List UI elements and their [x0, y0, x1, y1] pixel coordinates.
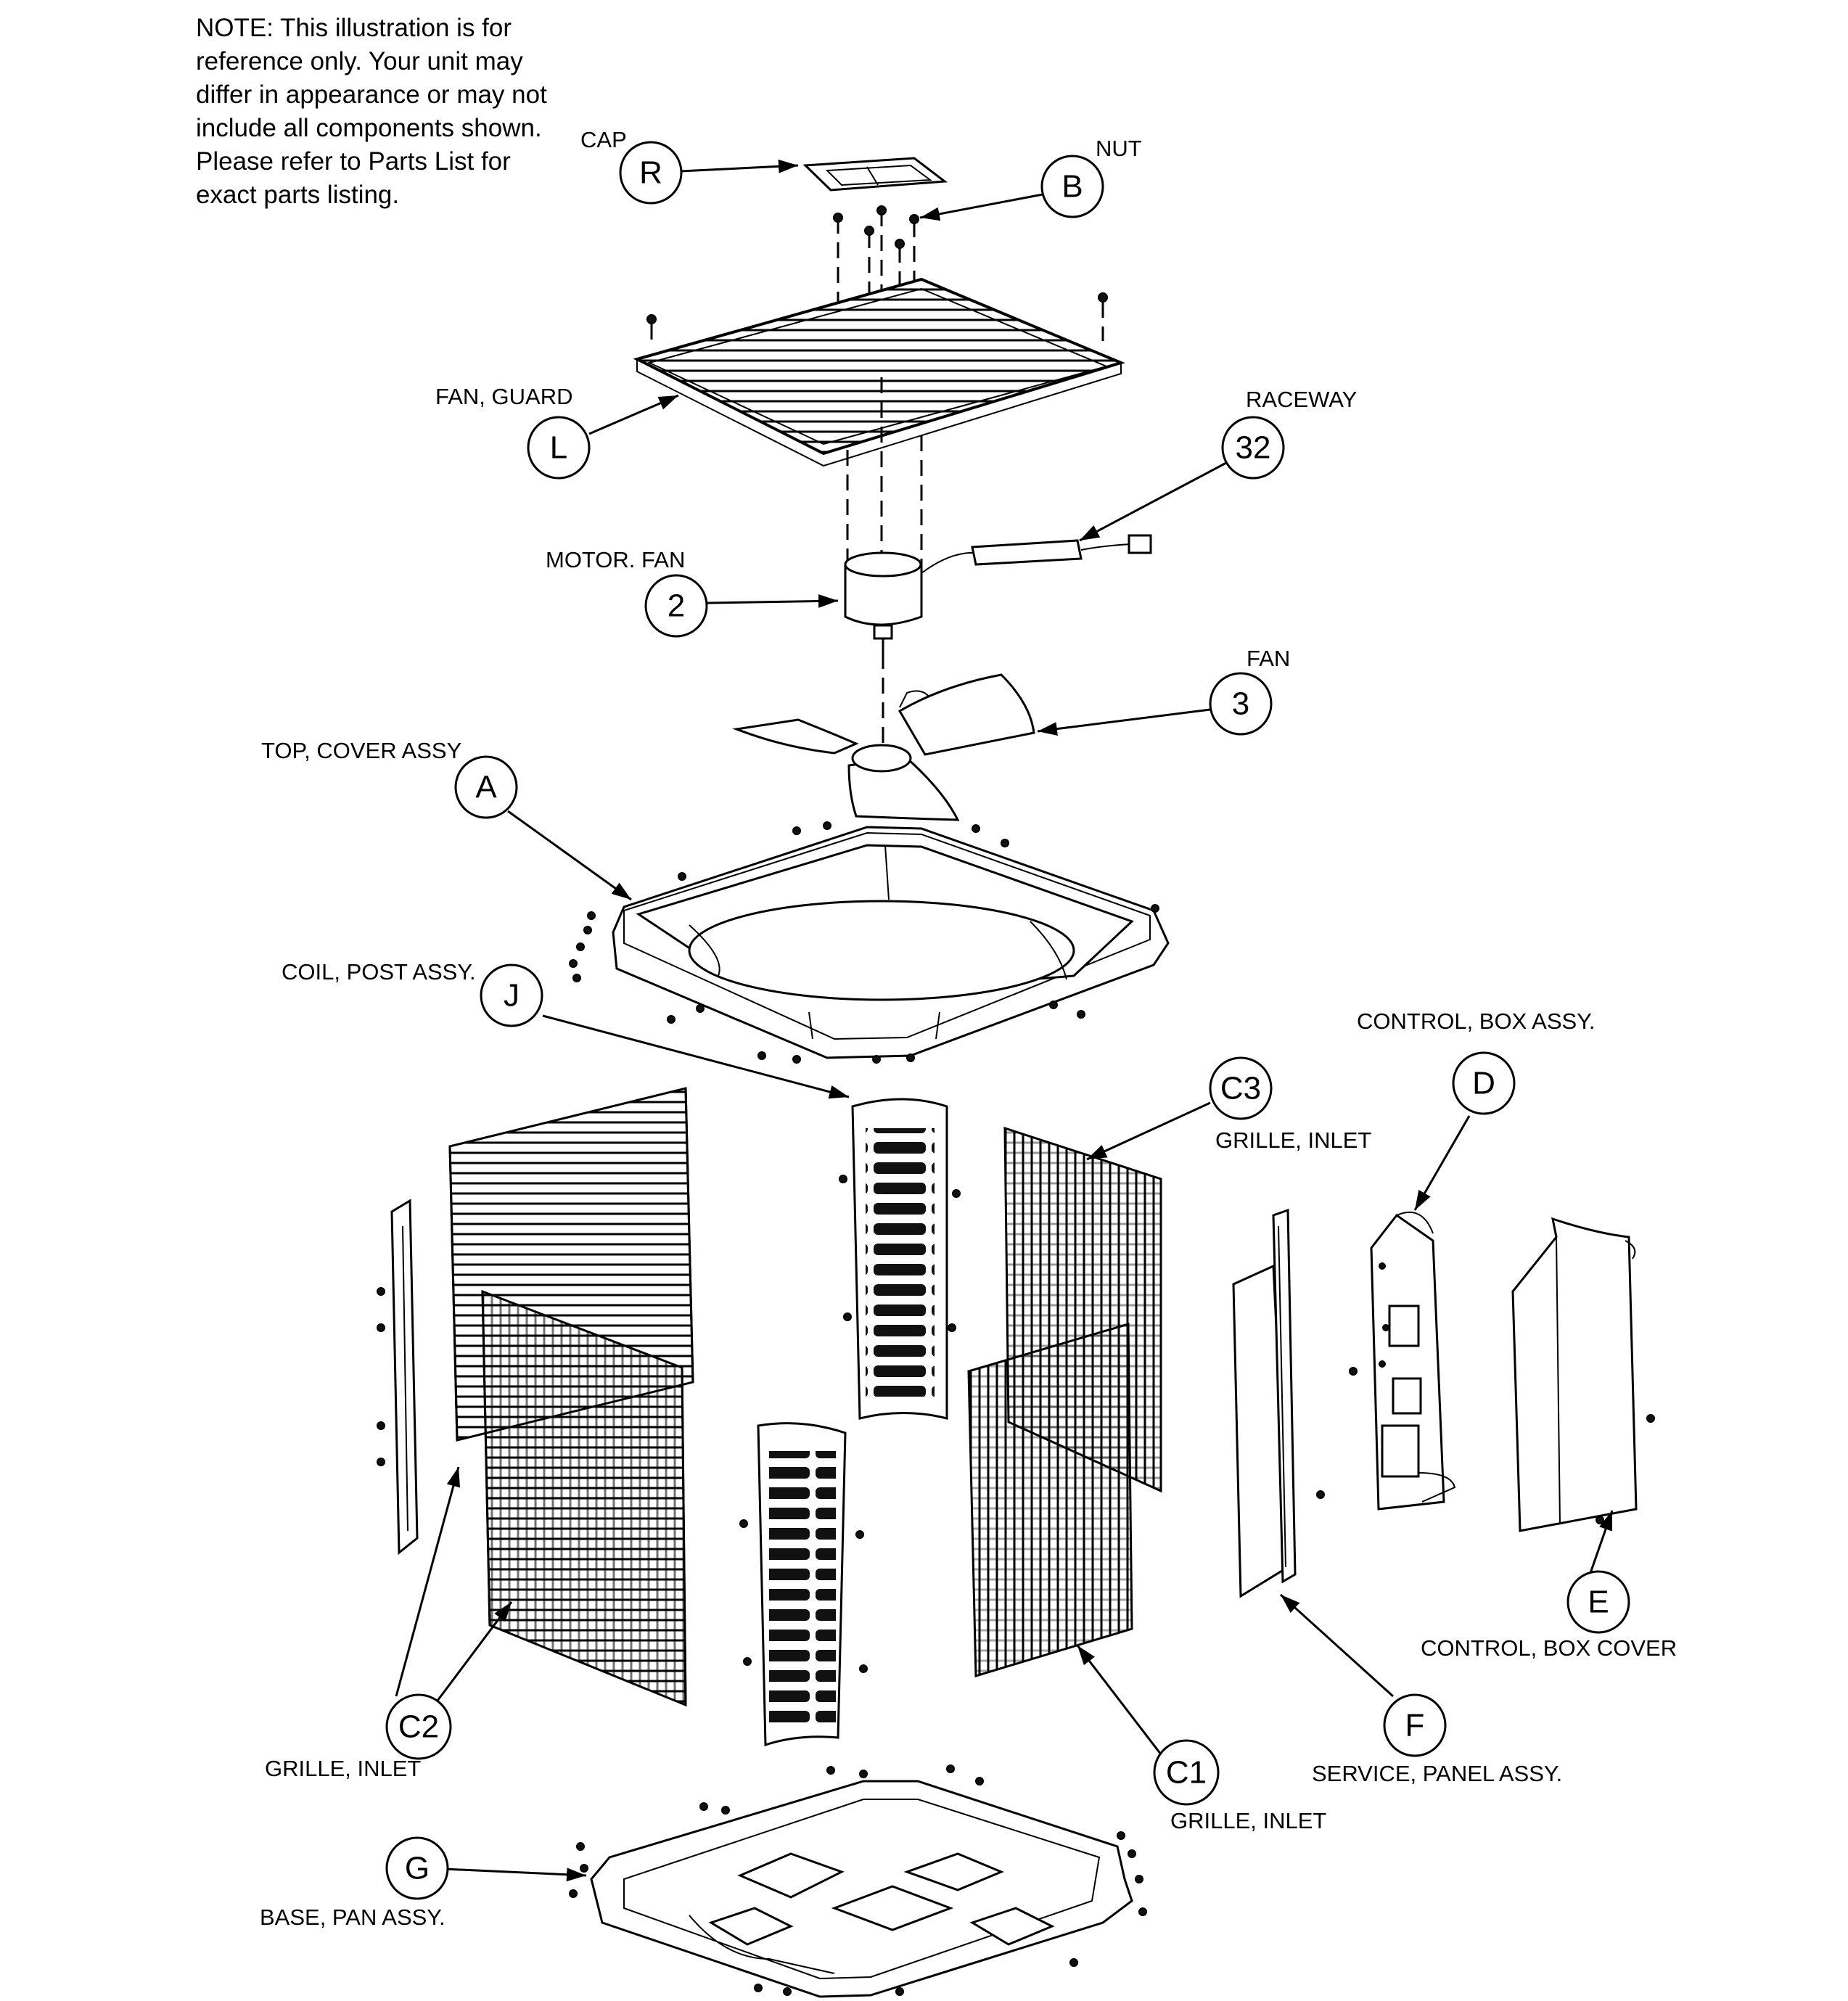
right-front-grille-part — [967, 1322, 1133, 1678]
callout-R: R CAP — [580, 127, 683, 205]
callout-L-label: FAN, GUARD — [435, 384, 572, 409]
callout-32-id: 32 — [1236, 430, 1271, 466]
note-line-6: exact parts listing. — [196, 181, 400, 209]
callout-3: 3 FAN — [1209, 646, 1290, 736]
callout-C3-label: GRILLE, INLET — [1215, 1127, 1371, 1153]
left-corner-post-part — [377, 1199, 419, 1556]
coil-post-front-part — [739, 1422, 868, 1747]
callout-C2-label: GRILLE, INLET — [265, 1756, 421, 1781]
callout-E-id: E — [1588, 1585, 1609, 1620]
callout-G-label: BASE, PAN ASSY. — [260, 1905, 445, 1930]
service-panel-part — [1232, 1208, 1358, 1598]
note-line-5: Please refer to Parts List for — [196, 147, 511, 176]
control-box-part — [1370, 1212, 1456, 1511]
callout-E: E CONTROL, BOX COVER — [1421, 1570, 1677, 1661]
callout-B-label: NUT — [1096, 136, 1142, 161]
fan-blade-part — [732, 673, 1035, 821]
callout-E-label: CONTROL, BOX COVER — [1421, 1635, 1677, 1661]
callout-L-id: L — [550, 430, 567, 466]
callout-L: L FAN, GUARD — [435, 384, 591, 480]
callout-D-label: CONTROL, BOX ASSY. — [1357, 1008, 1595, 1034]
callout-C1-id: C1 — [1166, 1755, 1207, 1791]
callout-J: J COIL, POST ASSY. — [282, 959, 543, 1027]
callout-3-id: 3 — [1232, 686, 1249, 722]
callout-R-id: R — [639, 155, 662, 191]
note-line-2: reference only. Your unit may — [196, 47, 523, 75]
cap-part — [802, 157, 948, 192]
callout-J-id: J — [504, 978, 520, 1014]
callout-B: B NUT — [1040, 136, 1142, 218]
callout-A-label: TOP, COVER ASSY — [261, 738, 461, 763]
callout-C1: C1 GRILLE, INLET — [1153, 1739, 1326, 1833]
note-line-3: differ in appearance or may not — [196, 81, 547, 109]
left-front-grille-part — [481, 1289, 687, 1707]
callout-C2-id: C2 — [398, 1709, 439, 1745]
callout-F: F SERVICE, PANEL ASSY. — [1312, 1693, 1562, 1786]
note-line-4: include all components shown. — [196, 114, 542, 142]
callout-C1-label: GRILLE, INLET — [1170, 1808, 1326, 1833]
callout-C3: C3 GRILLE, INLET — [1209, 1056, 1371, 1153]
callout-A-id: A — [475, 770, 497, 805]
callout-G-id: G — [405, 1851, 430, 1886]
callout-J-label: COIL, POST ASSY. — [282, 959, 476, 985]
callout-2-id: 2 — [668, 588, 685, 624]
callout-F-id: F — [1405, 1708, 1425, 1743]
fan-guard-part — [633, 277, 1125, 573]
callout-2-label: MOTOR. FAN — [546, 547, 685, 572]
top-cover-part — [569, 821, 1170, 1064]
callout-D-id: D — [1472, 1066, 1495, 1101]
control-box-cover-part — [1511, 1217, 1655, 1532]
callout-R-label: CAP — [580, 127, 627, 152]
note-line-1: NOTE: This illustration is for — [196, 14, 512, 42]
base-pan-part — [569, 1764, 1147, 1998]
callout-32: 32 RACEWAY — [1221, 387, 1357, 480]
callout-A: A TOP, COVER ASSY — [261, 738, 518, 819]
callout-C3-id: C3 — [1220, 1071, 1261, 1106]
fan-motor-part — [844, 551, 923, 755]
raceway-part — [921, 534, 1152, 574]
callout-B-id: B — [1061, 169, 1083, 205]
callout-2: 2 MOTOR. FAN — [546, 547, 708, 638]
callout-D: D CONTROL, BOX ASSY. — [1357, 1008, 1595, 1115]
callout-3-label: FAN — [1247, 646, 1290, 671]
callout-G: G BASE, PAN ASSY. — [260, 1836, 449, 1930]
callout-C2: C2 GRILLE, INLET — [265, 1693, 452, 1781]
callout-F-label: SERVICE, PANEL ASSY. — [1312, 1761, 1562, 1786]
reference-note: NOTE: This illustration is for reference… — [196, 12, 602, 212]
callout-32-label: RACEWAY — [1246, 387, 1357, 412]
coil-post-rear-part — [839, 1098, 961, 1420]
